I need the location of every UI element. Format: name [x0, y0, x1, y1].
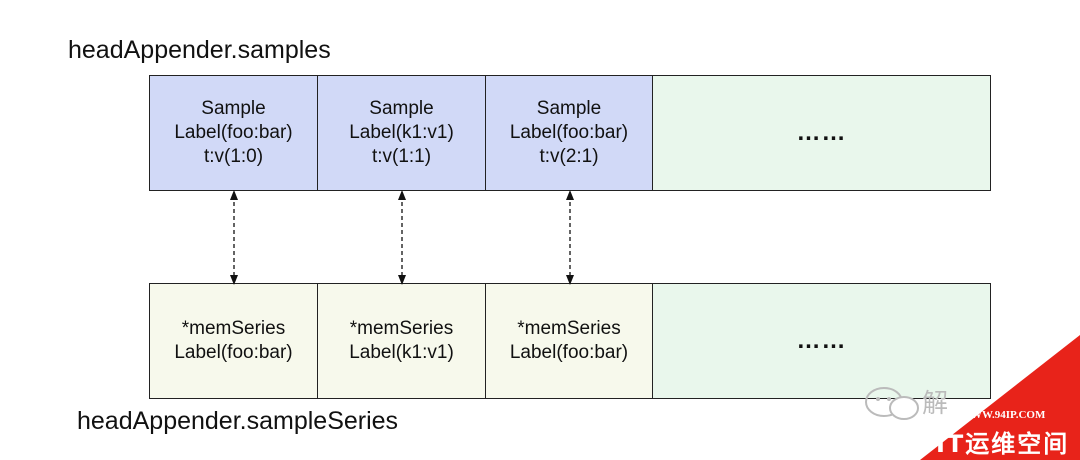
sample-cell: Sample Label(foo:bar) t:v(2:1) [485, 75, 653, 191]
samples-row: Sample Label(foo:bar) t:v(1:0) Sample La… [149, 75, 991, 191]
watermark-partial-text: 解 [922, 388, 949, 418]
sample-label: Label(foo:bar) [174, 122, 293, 143]
sample-tv: t:v(1:1) [371, 146, 432, 167]
samples-ellipsis-cell: …… [652, 75, 991, 191]
sample-type: Sample [536, 98, 602, 119]
sample-tv: t:v(1:0) [203, 146, 264, 167]
series-label: Label(foo:bar) [174, 342, 293, 363]
series-ellipsis-cell: …… [652, 283, 991, 399]
series-cell: *memSeries Label(foo:bar) [149, 283, 318, 399]
series-row: *memSeries Label(foo:bar) *memSeries Lab… [149, 283, 991, 399]
sample-series-title: headAppender.sampleSeries [77, 407, 399, 435]
sample-label: Label(foo:bar) [509, 122, 629, 143]
series-type: *memSeries [349, 318, 454, 339]
sample-cell: Sample Label(k1:v1) t:v(1:1) [317, 75, 486, 191]
series-cell: *memSeries Label(k1:v1) [317, 283, 486, 399]
watermark-brand: IT运维空间 [936, 430, 1070, 458]
sample-cell: Sample Label(foo:bar) t:v(1:0) [149, 75, 318, 191]
sample-tv: t:v(2:1) [539, 146, 599, 167]
wechat-icon [865, 387, 919, 420]
samples-title: headAppender.samples [68, 36, 331, 64]
series-type: *memSeries [517, 318, 621, 339]
series-label: Label(k1:v1) [349, 342, 454, 363]
sample-type: Sample [369, 98, 434, 119]
sample-type: Sample [201, 98, 266, 119]
series-label: Label(foo:bar) [509, 342, 629, 363]
watermark-url: WWW.94IP.COM [960, 409, 1046, 421]
watermark-red-triangle [920, 335, 1080, 460]
series-type: *memSeries [181, 318, 286, 339]
series-cell: *memSeries Label(foo:bar) [485, 283, 653, 399]
sample-label: Label(k1:v1) [349, 122, 454, 143]
